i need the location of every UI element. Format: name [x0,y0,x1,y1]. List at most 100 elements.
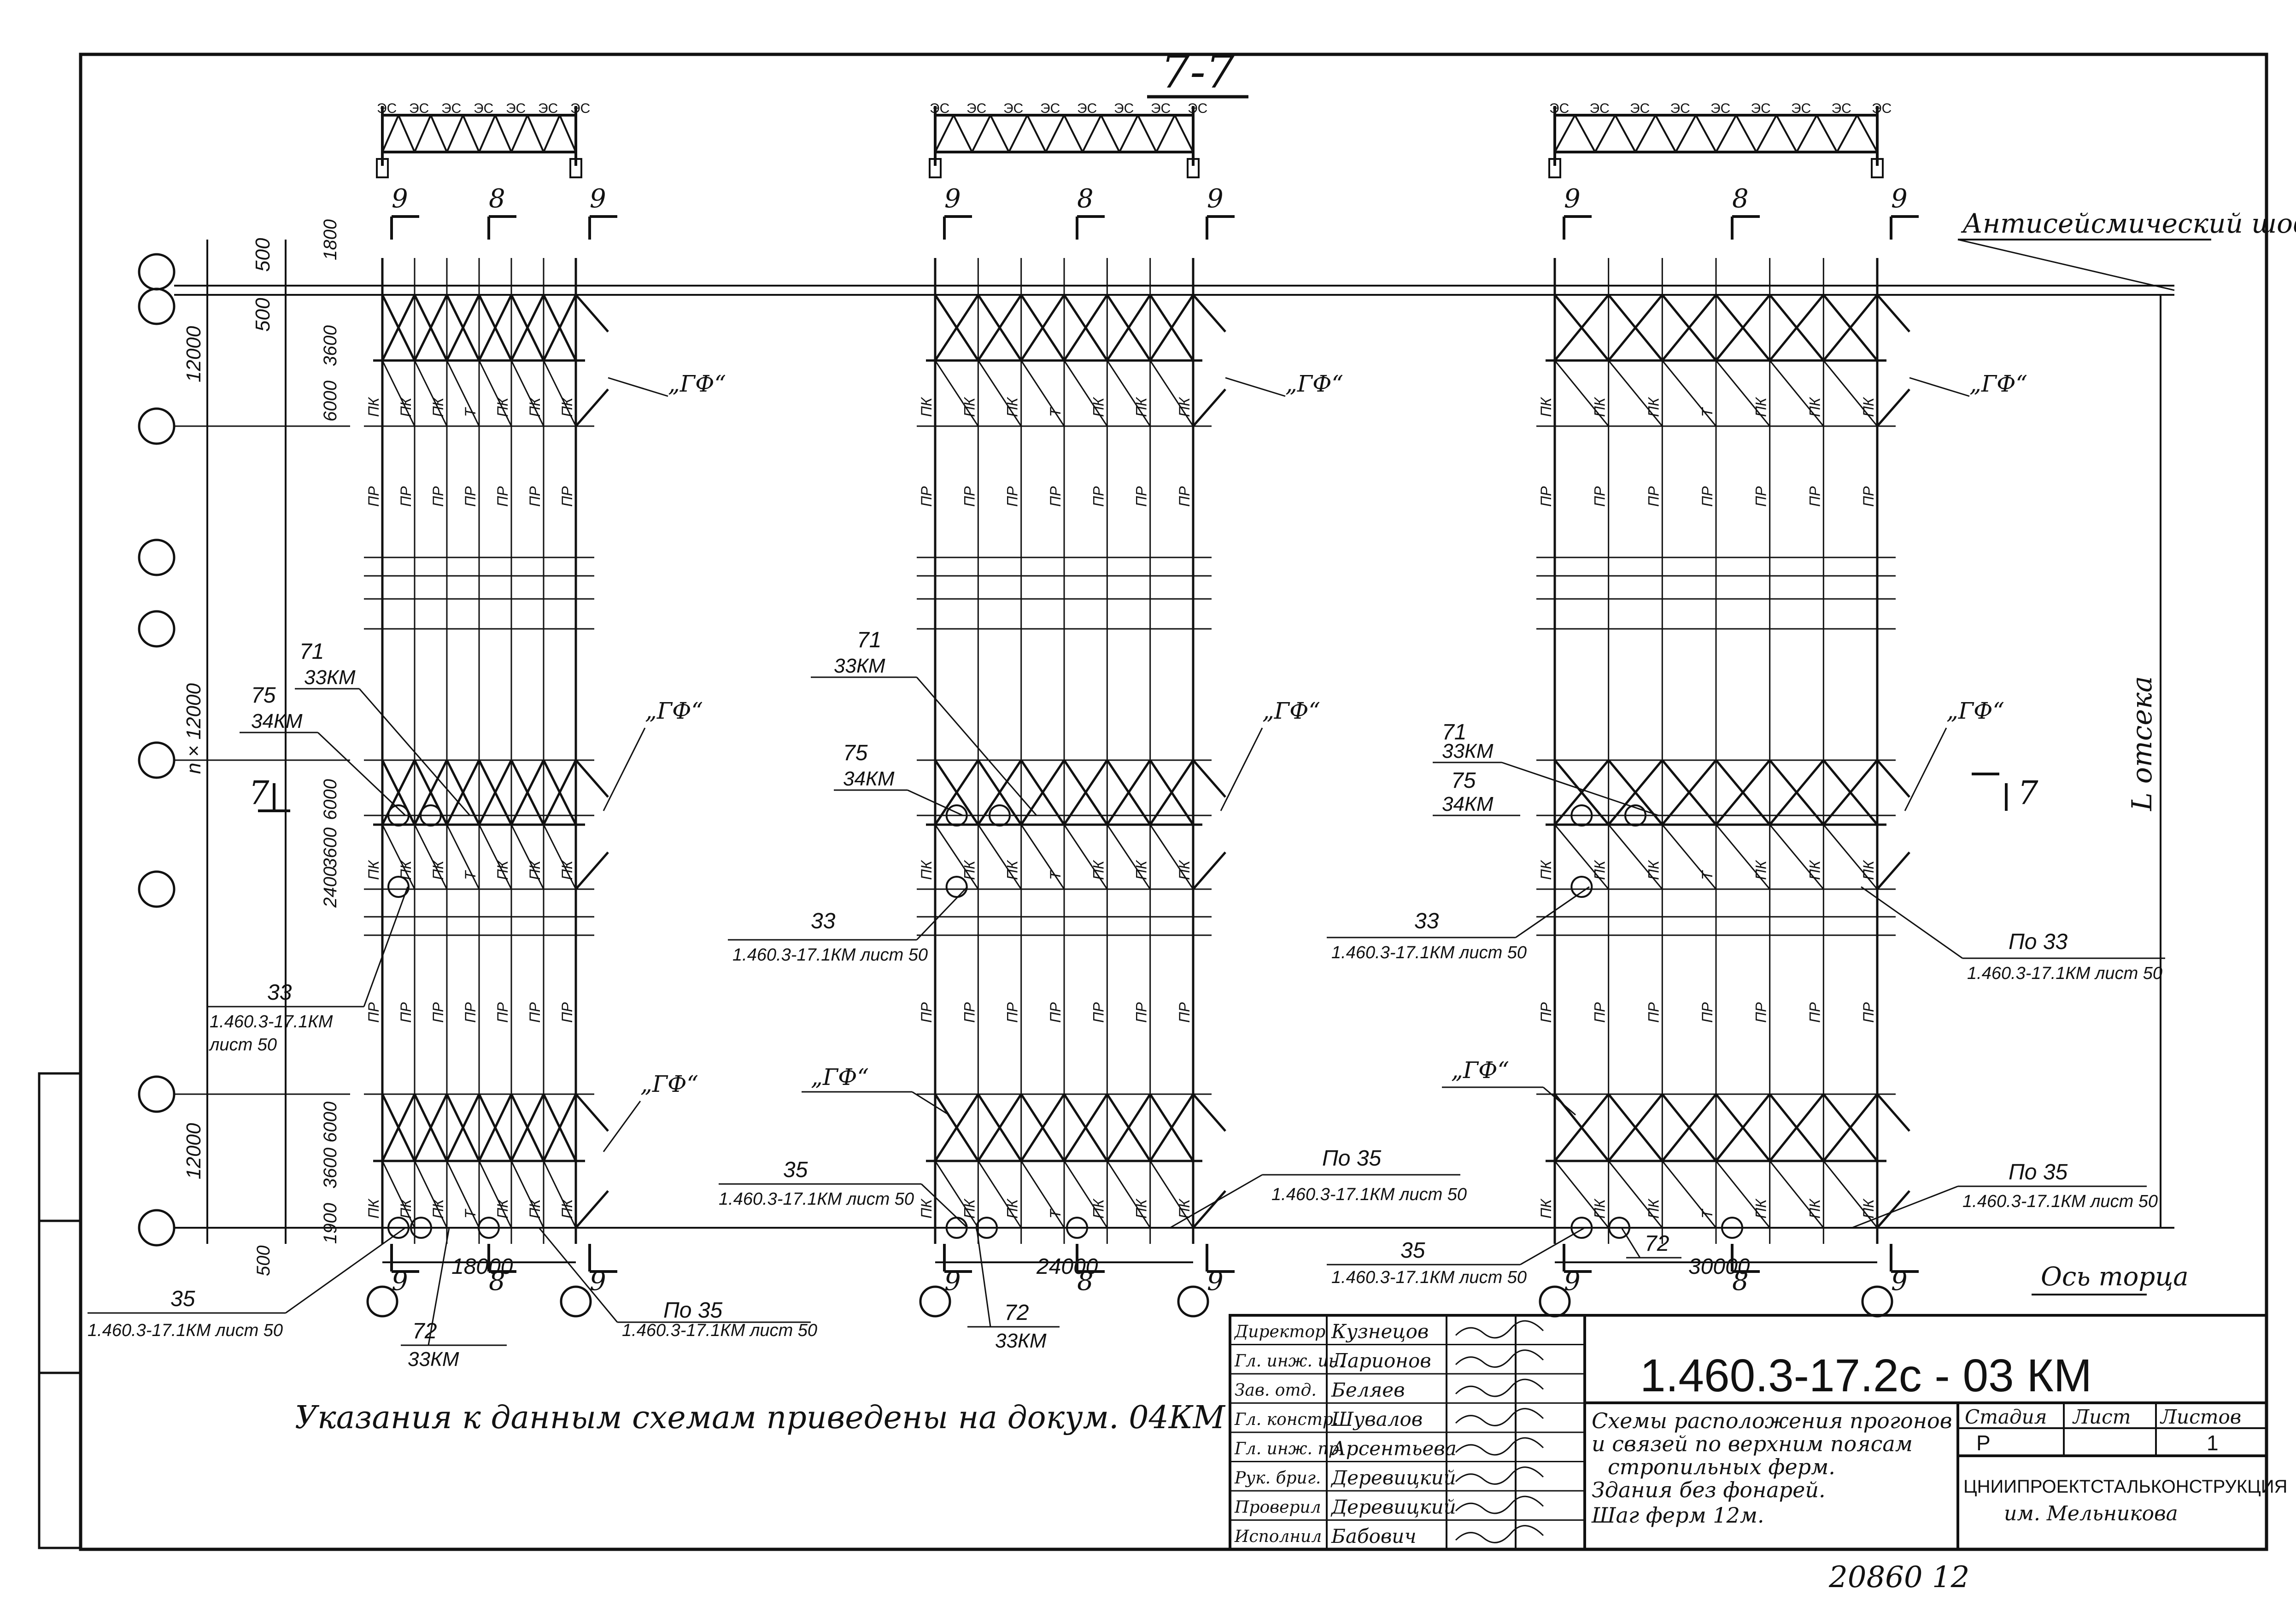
title-line-2: и связей по верхним поясам [1592,1431,1913,1456]
svg-text:ПК: ПК [1090,1198,1107,1219]
node-1-5 [478,1217,500,1239]
svg-text:ЭС: ЭС [538,101,558,116]
gf-label-top-1: „ГФ“ [668,370,726,397]
svg-text:По 35: По 35 [2009,1160,2068,1184]
span-dim-3: 30000 [1688,1254,1750,1279]
node-3-3 [1570,1217,1593,1239]
footnote: Указания к данным схемам приведены на до… [295,1400,1226,1436]
node-2-5 [1066,1217,1088,1239]
svg-text:ПР: ПР [1090,1002,1107,1023]
svg-text:33: 33 [1414,909,1439,933]
signature-2 [1455,1378,1544,1397]
cut-marker-2-2: 9 [1207,184,1224,214]
svg-text:ПР: ПР [1860,1002,1877,1023]
svg-text:ПР: ПР [559,1002,575,1023]
svg-text:ПК: ПК [1133,860,1150,880]
node-1-0 [387,804,410,826]
signature-7 [1455,1525,1544,1543]
callout-75: 75 [251,683,276,708]
svg-text:ЭС: ЭС [1590,101,1610,116]
svg-text:Т: Т [462,870,479,880]
dim-500-bottom: 500 [253,1245,274,1276]
svg-text:Т: Т [462,407,479,417]
svg-text:ПК: ПК [1090,860,1107,880]
svg-text:ПР: ПР [1645,1002,1662,1023]
svg-text:ПК: ПК [1806,1198,1823,1219]
node-1-4 [410,1217,432,1239]
svg-text:ПК: ПК [1176,1198,1193,1219]
svg-text:По 35: По 35 [1322,1146,1382,1171]
compartment-length-label: L отсека [2126,676,2158,811]
staff-role-3: Гл. констр. [1234,1410,1338,1429]
cut-marker-3-1: 8 [1732,184,1749,214]
callouts-scheme-3: 71 33КМ 75 34КМ 33 1.460.3-17.1КМ лист 5… [1327,720,2165,1287]
staff-name-6: Деревицкий [1330,1496,1456,1518]
svg-text:ЭС: ЭС [1710,101,1730,116]
title-line-5: Шаг ферм 12м. [1591,1503,1764,1528]
svg-text:34КМ: 34КМ [843,768,895,790]
svg-text:ПР: ПР [1645,486,1662,507]
svg-text:72: 72 [1645,1231,1669,1256]
svg-text:1.460.3-17.1КМ лист 50: 1.460.3-17.1КМ лист 50 [1967,964,2162,983]
svg-text:ПР: ПР [918,486,935,507]
svg-text:ПК: ПК [1645,860,1662,880]
svg-text:ПК: ПК [527,397,543,417]
svg-text:1.460.3-17.1КМ лист 50: 1.460.3-17.1КМ лист 50 [1331,1268,1527,1287]
svg-text:ПК: ПК [1176,860,1193,880]
svg-text:ПК: ПК [365,860,382,880]
svg-text:ПР: ПР [1592,1002,1608,1023]
cut-marker-1-0: 9 [392,184,408,214]
cut-marker-3-2: 9 [1891,184,1908,214]
callout-72: 72 [412,1319,437,1343]
svg-text:ПР: ПР [1699,1002,1716,1023]
callout-33: 33 [267,980,292,1005]
gf-label-mid-1: „ГФ“ [645,697,703,724]
margin-stub [38,1072,82,1549]
svg-text:ПК: ПК [1753,397,1769,417]
svg-text:34КМ: 34КМ [251,710,303,733]
svg-text:ПР: ПР [462,486,479,507]
svg-text:ЭС: ЭС [1040,101,1060,116]
svg-text:ПК: ПК [365,397,382,417]
svg-text:1.460.3-17.1КМ лист 50: 1.460.3-17.1КМ лист 50 [719,1190,914,1209]
node-3-1 [1624,804,1646,826]
node-3-5 [1721,1217,1743,1239]
svg-text:ПК: ПК [1133,1198,1150,1219]
drawing-code: 1.460.3-17.2с - 03 КМ [1640,1350,2092,1401]
svg-text:ПР: ПР [527,1002,543,1023]
dim-n-12000: n × 12000 [182,683,205,774]
svg-text:ПР: ПР [398,486,414,507]
svg-text:ПК: ПК [430,397,446,417]
span-dim-1: 18000 [451,1254,513,1279]
cut-7-right: 7 [2018,774,2038,812]
cut-marker-1-2: 9 [590,184,606,214]
svg-text:ПК: ПК [527,860,543,880]
svg-text:75: 75 [843,741,868,765]
svg-text:Т: Т [462,1208,479,1219]
staff-name-1: Ларионов [1330,1349,1431,1372]
svg-text:ПК: ПК [1592,860,1608,880]
node-3-2 [1570,876,1593,898]
svg-text:33: 33 [811,909,836,933]
callouts-scheme-1: 71 33КМ 75 34КМ 33 1.460.3-17.1КМ лист 5… [88,639,817,1371]
node-1-2 [387,876,410,898]
svg-text:ЭС: ЭС [377,101,397,116]
cut-marker-1-1: 8 [489,184,505,214]
dim-6000-a: 6000 [320,381,340,422]
dim-12000-top: 12000 [182,326,205,382]
staff-name-0: Кузнецов [1331,1320,1429,1343]
svg-text:ПР: ПР [527,486,543,507]
svg-text:ПК: ПК [1004,860,1021,880]
svg-text:ПР: ПР [398,1002,414,1023]
svg-text:ПК: ПК [1133,397,1150,417]
svg-text:ПР: ПР [1753,486,1769,507]
svg-text:ЭС: ЭС [1077,101,1097,116]
left-dimension-chain [174,240,2174,1244]
